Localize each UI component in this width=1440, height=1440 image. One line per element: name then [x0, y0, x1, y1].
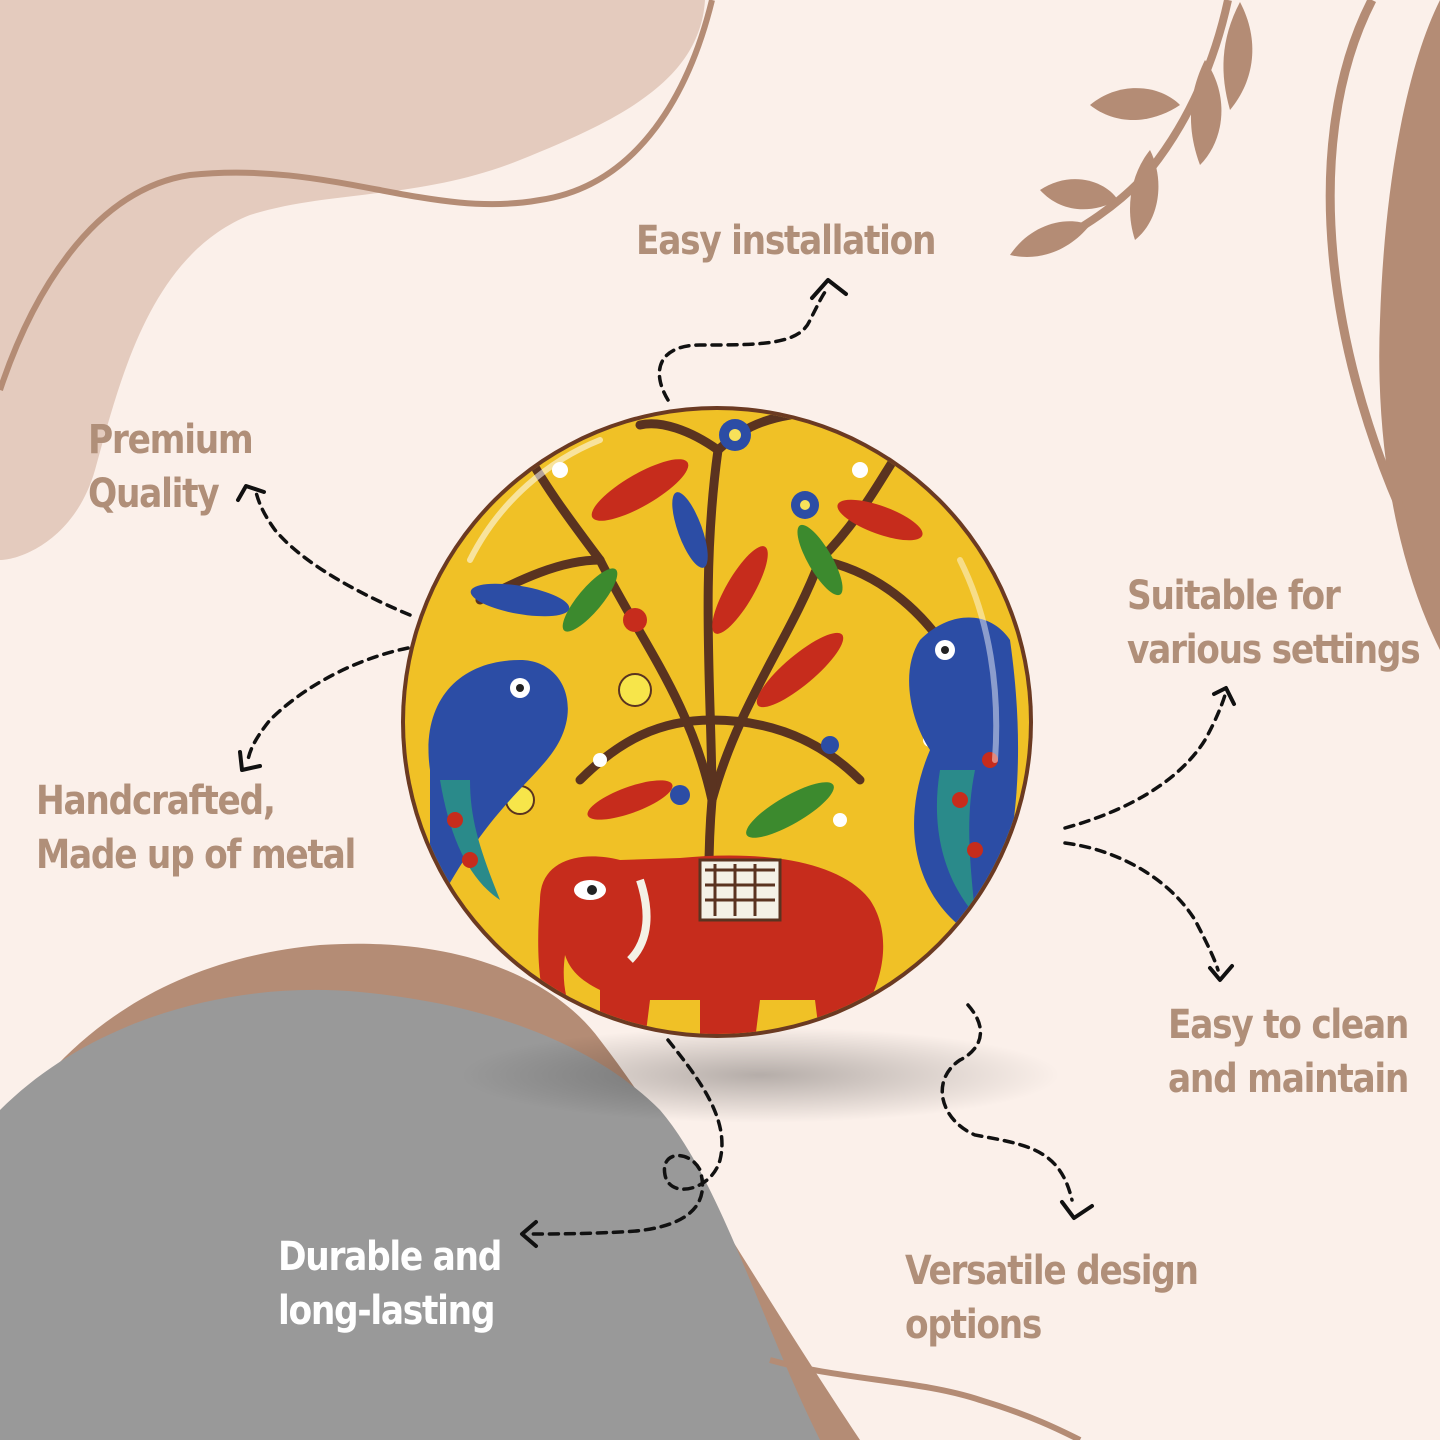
chevron-arrowhead-icon [520, 1220, 538, 1248]
feature-premium-quality: Premium Quality [88, 413, 254, 521]
feature-durable-long-lasting: Durable and long-lasting [278, 1230, 502, 1338]
chevron-arrowhead-icon [1212, 686, 1236, 706]
feature-label-line2: options [905, 1302, 1042, 1348]
arrow-handcrafted [246, 646, 410, 762]
bottom-right-curve-line [769, 1357, 1082, 1440]
arrow-clean [1063, 841, 1220, 972]
arrow-versatile [940, 1003, 1074, 1202]
leaf-branch-icon [1010, 0, 1253, 257]
feature-label-line1: Durable and [278, 1234, 502, 1280]
feature-label-line2: Quality [88, 471, 220, 517]
plate-flowers [505, 419, 937, 827]
top-left-curve-line [0, 0, 715, 391]
feature-label-line1: Handcrafted, [36, 778, 276, 824]
plate-peacock-right [909, 617, 1019, 940]
plate-leaves [470, 459, 923, 838]
chevron-arrowhead-icon [810, 278, 848, 300]
chevron-arrowhead-icon [1208, 964, 1234, 982]
arrow-premium [254, 490, 412, 617]
chevron-arrowhead-icon [1060, 1200, 1094, 1220]
feature-versatile-design: Versatile design options [905, 1244, 1199, 1352]
plate-elephant [538, 855, 884, 1034]
feature-label-line1: Versatile design [905, 1248, 1199, 1294]
top-left-blob [0, 0, 705, 560]
chevron-arrowhead-icon [238, 750, 262, 772]
arrow-durable [528, 1038, 724, 1236]
feature-label-line2: long-lasting [278, 1288, 495, 1334]
chevron-arrowhead-icon [236, 484, 266, 502]
feature-label-line1: Premium [88, 417, 254, 463]
feature-label-line1: Easy to clean [1168, 1002, 1409, 1048]
feature-easy-to-clean: Easy to clean and maintain [1168, 998, 1409, 1106]
feature-handcrafted-metal: Handcrafted, Made up of metal [36, 774, 356, 882]
feature-label-line1: Suitable for [1127, 573, 1341, 619]
arrowheads [236, 278, 1236, 1248]
feature-label-line2: Made up of metal [36, 832, 356, 878]
plate-artwork [401, 406, 1033, 1038]
feature-label-line2: various settings [1127, 627, 1421, 673]
right-arc-line [1325, 0, 1440, 593]
feature-suitable-settings: Suitable for various settings [1127, 569, 1421, 677]
right-edge-blob [1379, 0, 1440, 650]
plate-peacock-left [428, 660, 568, 920]
feature-easy-installation: Easy installation [636, 214, 937, 268]
arrow-install [657, 286, 830, 402]
arrow-suitable [1063, 693, 1227, 830]
plate-shadow [460, 1027, 1060, 1123]
feature-label-line2: and maintain [1168, 1056, 1409, 1102]
connector-arrows [246, 286, 1227, 1236]
feature-label: Easy installation [636, 218, 937, 264]
